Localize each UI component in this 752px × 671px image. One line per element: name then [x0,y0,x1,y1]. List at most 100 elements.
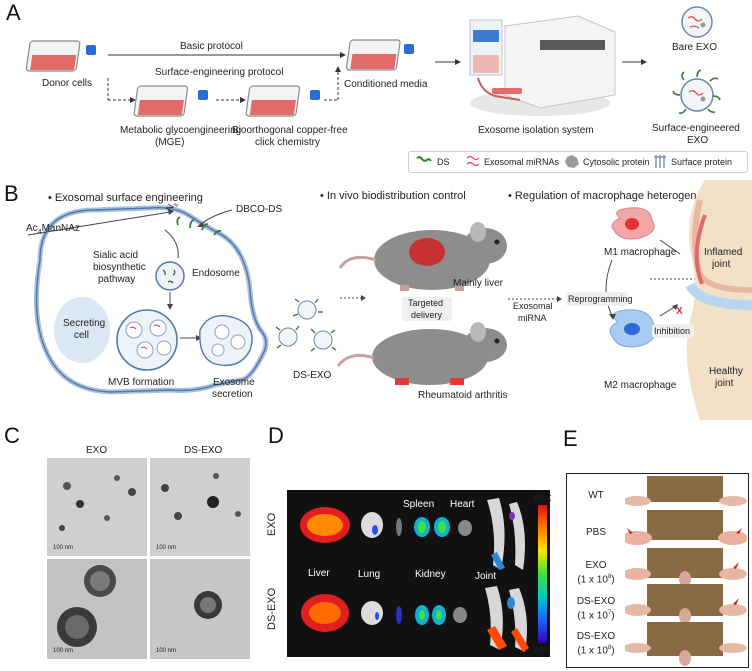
heart-label: Heart [450,499,475,510]
m2-macrophage-label: M2 macrophage [604,380,677,391]
isolation-system-label: Exosome isolation system [478,125,594,136]
e-row-label-wt: WT [588,490,604,501]
paw-photo-wt [625,476,747,506]
x-mark: X [676,306,683,317]
legend-icons [416,155,666,168]
panel-label-c: C [4,423,20,448]
conditioned-media-flask-icon [345,39,414,71]
panel-a-legend: DS Exosomal miRNAs Cytosolic protein Sur… [408,151,748,173]
paw-photo-dsexo-low [625,584,747,624]
bare-exo-icon [681,6,713,38]
tem-particles [194,591,222,619]
ds-strands [176,216,222,236]
kidney-label: Kidney [415,569,446,580]
lung-label: Lung [358,569,381,580]
cytosolic-protein-legend-icon [565,155,579,168]
surface-engineered-exo-icon [672,69,721,114]
mge-flask-icon [133,85,208,117]
panel-a-flow-graphic [25,6,721,117]
reprogramming-label: Reprogramming [568,294,633,304]
tem-dsexo-low-mag: 100 nm [150,458,250,556]
tem-scale-label: 100 nm [53,545,74,551]
mvb-vesicle [116,309,178,371]
ivis-colorbar [538,505,547,643]
joint-label: Joint [475,571,497,582]
e-row-label-exo: EXO [585,560,607,571]
mouse-liver-icon [338,222,507,291]
tem-dsexo-high-mag: 100 nm [150,559,250,659]
tem-col-exo-label: EXO [86,445,108,456]
donor-cells-flask-icon [25,40,96,72]
tem-particles [59,475,136,531]
tem-scale-label: 100 nm [156,545,177,551]
heading-surface-engineering: • Exosomal surface engineering [48,192,203,204]
panel-label-b: B [4,181,19,206]
spleen-label: Spleen [403,499,435,510]
mge-label-line1: Metabolic glycoengineering [120,125,242,136]
click-chemistry-flask-icon [245,85,320,117]
legend-ds-label: DS [437,157,450,167]
paw-photos [625,476,747,666]
inflamed-joint-label-1: Inflamed [704,247,743,258]
e-row-label-pbs: PBS [585,527,606,538]
surface-protocol-label: Surface-engineering protocol [155,67,284,78]
e-row-dose-exo: (1 x 108) [577,574,615,586]
ds-exo-particles [275,298,337,352]
tem-exo-low-mag: 100 nm [47,458,147,556]
sialic-label-2: biosynthetic [93,262,146,273]
legend-surface-label: Surface protein [671,157,733,167]
mge-label-line2: (MGE) [155,137,185,148]
click-label-line1: Bioorthogonal copper-free [232,125,348,136]
panel-b-graphic [27,180,752,420]
secreting-cell-nucleus [54,297,110,363]
conditioned-media-label: Conditioned media [344,79,428,90]
panel-label-a: A [6,0,21,25]
tem-particles [57,565,116,647]
surface-exo-label-line2: EXO [687,135,709,146]
colorbar-min-label: MIN [535,646,550,655]
inhibition-box [652,324,694,338]
ivis-row-exo-label: EXO [266,512,278,536]
tem-scale-label: 100 nm [156,648,177,654]
exosome-secretion-label-2: secretion [212,389,253,400]
secreting-cell-label-1: Secreting [63,318,106,329]
tem-particles [161,473,241,520]
panel-label-e: E [563,426,578,451]
endosome-label: Endosome [192,268,240,279]
rheumatoid-arthritis-label: Rheumatoid arthritis [418,390,508,401]
surface-protein-legend-icon [654,155,666,168]
mvb-formation-label: MVB formation [108,377,175,388]
e-row-label-dsexo-high: DS-EXO [576,631,616,642]
click-label-line2: click chemistry [255,137,321,148]
mainly-liver-label: Mainly liver [453,278,504,289]
endosome-vesicle [155,261,185,291]
surface-exo-label-line1: Surface-engineered [652,123,740,134]
exosome-secretion-label-1: Exosome [213,377,255,388]
ds-exo-label: DS-EXO [293,370,332,381]
heading-biodistribution: • In vivo biodistribution control [320,190,466,202]
heading-macrophage: • Regulation of macrophage heterogeneity [508,190,714,202]
targeted-delivery-label-2: delivery [411,310,443,320]
exosomal-mirna-label-1: Exosomal [513,301,553,311]
sialic-label-3: pathway [98,274,136,285]
paw-photo-frame: WT PBS EXO (1 x 108) DS-EXO (1 x 107) DS… [566,473,749,668]
targeted-delivery-label-1: Targeted [408,298,444,308]
healthy-joint-label-2: joint [715,378,734,389]
sialic-label-1: Sialic acid [93,250,139,261]
legend-mirna-label: Exosomal miRNAs [484,157,560,167]
bare-exo-label: Bare EXO [672,42,718,53]
paw-photo-dsexo-high [625,622,747,666]
ivis-image [287,490,550,657]
legend-cytosolic-label: Cytosolic protein [583,157,650,167]
ivis-row-dsexo-label: DS-EXO [266,587,278,630]
paw-photo-pbs [625,510,747,545]
ivis-organ-signals [300,498,529,652]
donor-cells-label: Donor cells [42,78,93,89]
liver-label: Liver [308,568,330,579]
dbco-ds-label: DBCO-DS [236,204,283,215]
tem-col-dsexo-label: DS-EXO [184,445,223,456]
e-row-dose-dsexo-low: (1 x 107) [577,610,615,622]
targeted-delivery-box [402,297,452,321]
e-row-label-dsexo-low: DS-EXO [576,596,616,607]
isolation-machine-icon [469,15,616,116]
